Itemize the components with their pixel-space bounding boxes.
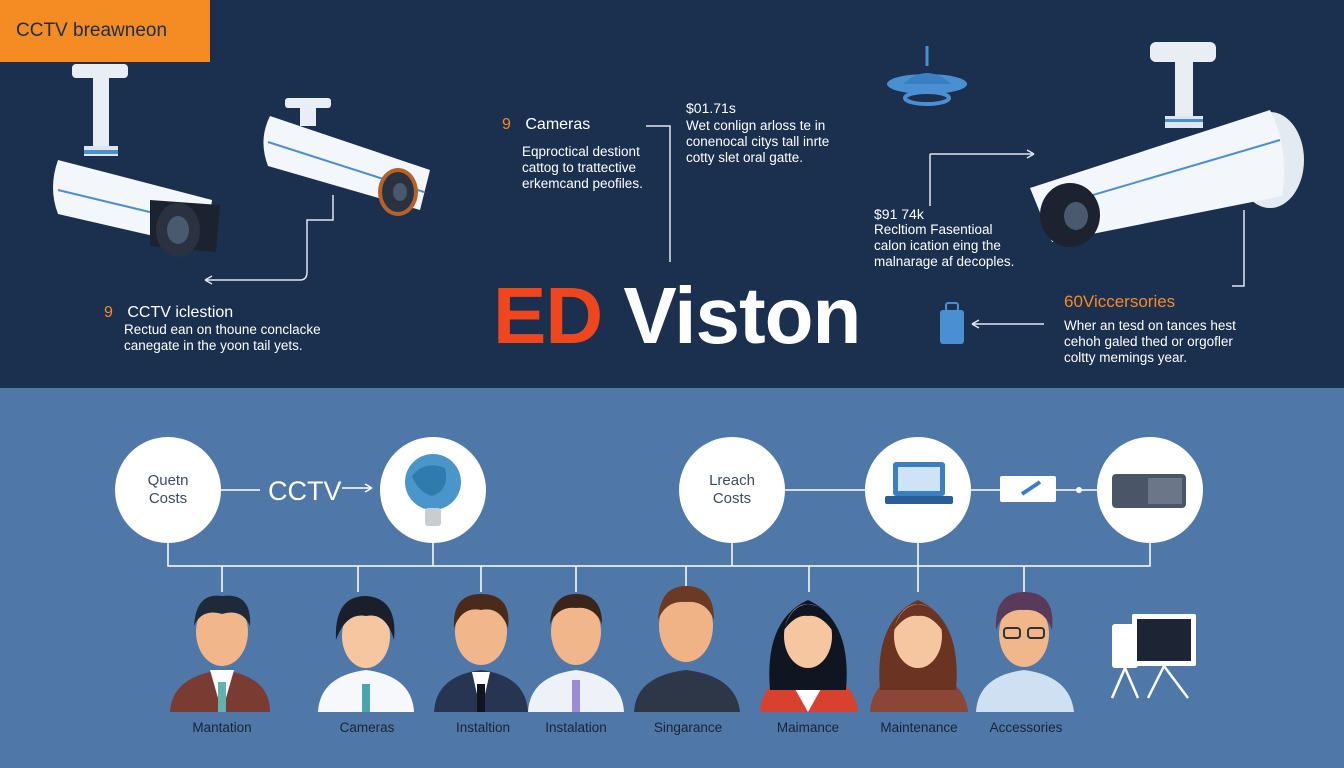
annotation-title: Cameras bbox=[525, 116, 591, 133]
person-6-avatar bbox=[760, 600, 858, 712]
annotation-number: 9 bbox=[502, 116, 511, 133]
circle-line: Costs bbox=[148, 490, 188, 507]
circle-line: Costs bbox=[712, 490, 752, 507]
circle-line: Quetn bbox=[147, 472, 189, 489]
hero-title-part2: Viston bbox=[623, 271, 861, 360]
annotation-selection: 9 CCTV iclestion bbox=[104, 304, 233, 322]
body-line: Wet conlign arloss te in bbox=[686, 118, 826, 133]
screen-stand-icon bbox=[1110, 614, 1196, 699]
tag-card-icon bbox=[1000, 476, 1056, 502]
annotation-cameras-body: Eqproctical destiont cattog to trattecti… bbox=[522, 144, 643, 192]
person-label: Cameras bbox=[339, 720, 395, 735]
annotation-accessories-body: Wher an tesd on tances hest cehoh galed … bbox=[1064, 318, 1236, 366]
body-line: Wher an tesd on tances hest bbox=[1064, 318, 1236, 333]
body-line: erkemcand peofiles. bbox=[522, 176, 643, 191]
person-label: Accessories bbox=[989, 720, 1063, 735]
body-line: conenocal citys tall inrte bbox=[686, 134, 830, 149]
person-8-avatar bbox=[976, 592, 1074, 712]
person-2-avatar bbox=[318, 596, 414, 712]
hero-title: ED Viston bbox=[493, 270, 861, 362]
person-label: Mantation bbox=[192, 720, 252, 735]
person-label: Maimance bbox=[776, 720, 840, 735]
annotation-title: CCTV iclestion bbox=[127, 304, 234, 321]
costs-circle-2: Lreach Costs bbox=[679, 437, 785, 543]
annotation-cameras: 9 Cameras bbox=[502, 116, 590, 134]
annotation-selection-body: Rectud ean on thoune conclacke canegate … bbox=[124, 322, 321, 354]
person-label: Singarance bbox=[653, 720, 723, 735]
body-line: cehoh galed thed or orgofler bbox=[1064, 334, 1233, 349]
cctv-camera-icon bbox=[53, 64, 220, 257]
annotation-price1-title: $01.71s bbox=[686, 100, 736, 116]
person-3-avatar bbox=[434, 594, 528, 712]
person-5-avatar bbox=[634, 586, 740, 712]
circle-line: Lreach bbox=[709, 472, 755, 489]
cctv-label: CCTV bbox=[268, 476, 342, 506]
globe-bulb-icon bbox=[380, 437, 486, 543]
person-label: Maintenance bbox=[880, 720, 958, 735]
annotation-price1-body: Wet conlign arloss te in conenocal citys… bbox=[686, 118, 829, 166]
bag-icon bbox=[940, 302, 964, 344]
person-1-avatar bbox=[170, 595, 270, 712]
cctv-camera-icon bbox=[263, 98, 430, 216]
annotation-price2-body: Recltiom Fasentioal calon ication eing t… bbox=[874, 222, 1014, 270]
person-label: Instaltion bbox=[455, 720, 511, 735]
projector-icon bbox=[1097, 437, 1203, 543]
laptop-icon bbox=[865, 437, 971, 543]
body-line: Rectud ean on thoune conclacke bbox=[124, 322, 321, 337]
lamp-icon bbox=[887, 46, 967, 106]
body-line: cotty slet oral gatte. bbox=[686, 150, 804, 165]
body-line: malnarage af decoples. bbox=[874, 254, 1015, 269]
annotation-number: 9 bbox=[104, 304, 113, 321]
flow-lines bbox=[167, 483, 1151, 592]
body-line: canegate in the yoon tail yets. bbox=[124, 338, 303, 353]
costs-circle-1: Quetn Costs bbox=[115, 437, 221, 543]
person-label: Instalation bbox=[545, 720, 607, 735]
body-line: calon ication eing the bbox=[874, 238, 1001, 253]
connector-lines bbox=[204, 125, 1245, 329]
header-tag: CCTV breawneon bbox=[0, 0, 210, 62]
annotation-accessories-title: 60Viccersories bbox=[1064, 292, 1176, 311]
cctv-camera-icon bbox=[1030, 42, 1304, 247]
body-line: Eqproctical destiont bbox=[522, 144, 640, 159]
hero-title-part1: ED bbox=[493, 271, 603, 360]
person-4-avatar bbox=[528, 594, 624, 712]
person-7-avatar bbox=[870, 600, 968, 712]
body-line: Recltiom Fasentioal bbox=[874, 222, 993, 237]
body-line: cattog to trattective bbox=[522, 160, 637, 175]
body-line: coltty memings year. bbox=[1064, 350, 1188, 365]
annotation-price2-title: $91 74k bbox=[874, 206, 924, 222]
